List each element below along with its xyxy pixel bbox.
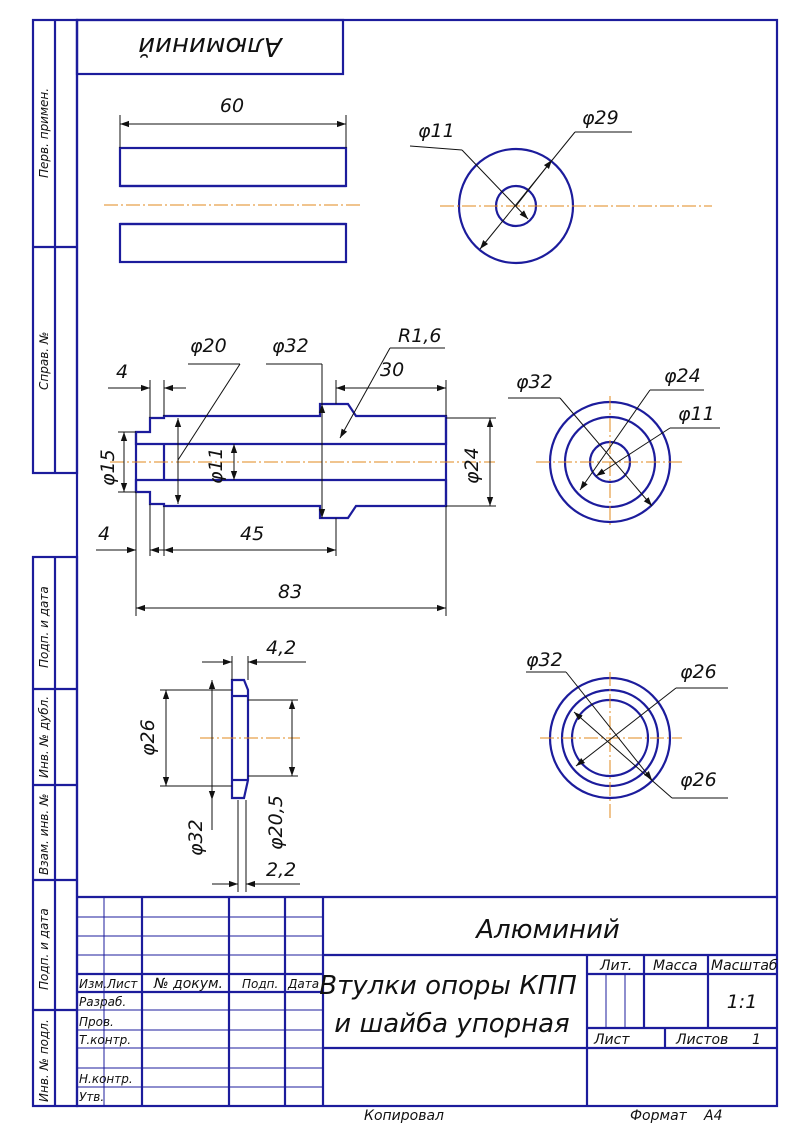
part2-dim-d20: φ20: [190, 335, 227, 357]
side-label-sprav-no: Справ. №: [37, 332, 51, 390]
side-label-vzam-inv: Взам. инв. №: [37, 794, 51, 875]
title-block-col-data: Дата: [287, 977, 319, 991]
part2-dim-d11: φ11: [205, 447, 227, 484]
part2-dim-len30: 30: [380, 359, 404, 381]
footer-format-label: Формат: [630, 1108, 688, 1124]
part1-dim-outer: φ29: [582, 107, 619, 129]
part2-dim-step4: 4: [98, 523, 110, 545]
part3-end-dim-d26a: φ26: [680, 661, 717, 683]
side-label-podp-data-1: Подп. и дата: [37, 586, 51, 668]
part1-section: [104, 115, 360, 264]
side-stamp-top: [31, 18, 79, 475]
part3-dim-d205: φ20,5: [265, 795, 287, 850]
part2-end-view: [508, 389, 720, 528]
title-block-lit: Лит.: [599, 958, 632, 974]
title-block-material: Алюминий: [474, 915, 620, 945]
title-block-row-utv: Утв.: [79, 1090, 104, 1104]
title-block-row-prov: Пров.: [79, 1015, 114, 1029]
part1-dim-inner: φ11: [418, 120, 455, 142]
side-label-inv-dubl: Инв. № дубл.: [37, 696, 51, 778]
part3-end-dim-d32: φ32: [526, 649, 563, 671]
title-block-col-docum: № докум.: [153, 976, 223, 992]
footer-copied: Копировал: [364, 1108, 444, 1124]
part1-dim-length: 60: [220, 95, 244, 117]
part2-dim-len45: 45: [240, 523, 264, 545]
title-block-title-line1: Втулки опоры КПП: [319, 971, 577, 1001]
title-block-row-nkontr: Н.контр.: [79, 1072, 133, 1086]
part2-dim-d24: φ24: [461, 447, 483, 484]
part3-section: [160, 656, 306, 892]
part2-dim-total83: 83: [278, 581, 302, 603]
title-block-col-podp: Подп.: [242, 977, 278, 991]
title-block-sheet: Лист: [593, 1032, 630, 1048]
part2-dim-radius: R1,6: [398, 325, 441, 347]
part2-section: [96, 347, 496, 616]
part2-dim-d32: φ32: [272, 335, 309, 357]
part2-end-dim-d11: φ11: [678, 403, 715, 425]
title-block-sheets: Листов: [675, 1032, 728, 1048]
part3-dim-d26: φ26: [137, 719, 159, 756]
part2-end-dim-d32: φ32: [516, 371, 553, 393]
title-block-title-line2: и шайба упорная: [334, 1009, 569, 1039]
part3-dim-base: 2,2: [266, 859, 296, 881]
sheet-frame: [75, 18, 779, 1108]
part2-end-dim-d24: φ24: [664, 365, 701, 387]
title-block-col-list: Лист: [106, 977, 138, 991]
side-stamp-bottom: [31, 555, 79, 1108]
part1-end-view: [409, 131, 712, 265]
part3-end-view: [526, 671, 728, 818]
title-block-sheets-value: 1: [752, 1032, 761, 1048]
material-stamp-box: [75, 18, 345, 76]
title-block-massa: Масса: [653, 958, 698, 974]
title-block-grid: [77, 895, 777, 1106]
part3-dim-d32: φ32: [185, 819, 207, 856]
title-block-row-razrab: Разраб.: [79, 995, 126, 1009]
title-block-masshtab: Масштаб: [711, 958, 778, 974]
title-block-row-tkontr: Т.контр.: [79, 1033, 131, 1047]
side-label-inv-podl: Инв. № подл.: [37, 1019, 51, 1102]
side-label-podp-data-2: Подп. и дата: [37, 908, 51, 990]
material-stamp-text: Алюминий: [138, 31, 284, 61]
part2-dim-flange-width: 4: [116, 361, 128, 383]
footer-format-value: А4: [703, 1108, 722, 1124]
part3-dim-thickness: 4,2: [266, 637, 296, 659]
side-label-perv-primen: Перв. примен.: [37, 88, 51, 178]
title-block-scale-value: 1:1: [727, 991, 758, 1013]
title-block-col-izm: Изм.: [79, 977, 107, 991]
part2-dim-d15: φ15: [97, 449, 119, 486]
part3-end-dim-d26b: φ26: [680, 769, 717, 791]
